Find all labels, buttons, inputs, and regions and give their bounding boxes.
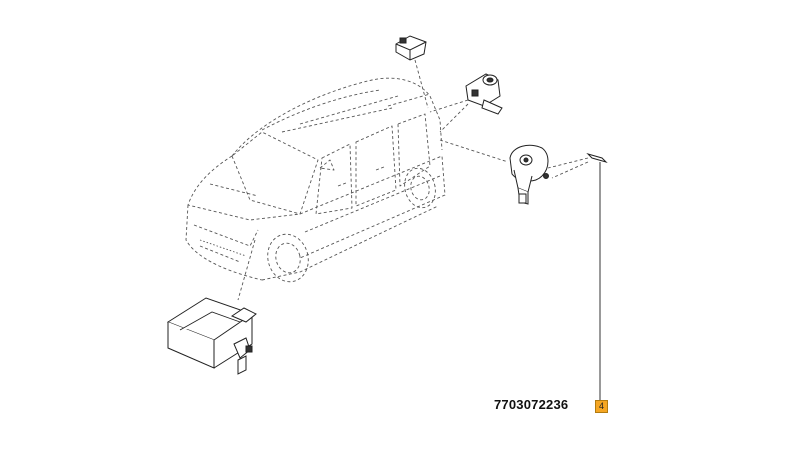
connector-sensor (465, 73, 503, 115)
round-sensor (509, 144, 549, 205)
clip-fastener (586, 152, 608, 164)
leader-lines (237, 59, 589, 301)
control-unit-box (166, 297, 257, 375)
part-number-label[interactable]: 7703072236 (494, 397, 569, 412)
callout-badge[interactable]: 4 (595, 400, 608, 413)
sensor-module-top (395, 35, 427, 61)
vehicle-outline (185, 77, 446, 283)
